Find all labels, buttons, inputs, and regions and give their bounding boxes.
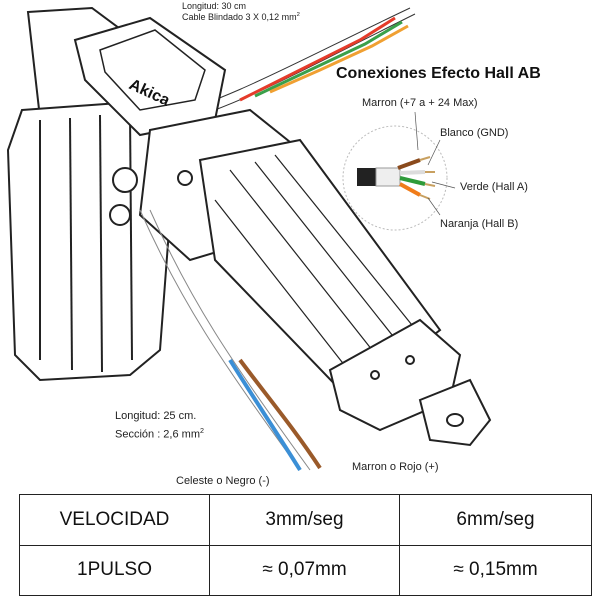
hall-title: Conexiones Efecto Hall AB bbox=[336, 65, 541, 82]
power-cable-section-label: Sección : 2,6 mm2 bbox=[115, 427, 204, 441]
table-cell: VELOCIDAD bbox=[19, 494, 210, 546]
table-row: VELOCIDAD 3mm/seg 6mm/seg bbox=[19, 494, 592, 546]
actuator-drawing: Akica bbox=[6, 6, 492, 472]
table-cell: 1PULSO bbox=[19, 544, 210, 596]
negative-wire bbox=[228, 358, 302, 472]
rod-end bbox=[328, 318, 492, 447]
hall-wire-orange-label: Naranja (Hall B) bbox=[440, 218, 519, 230]
table-row: 1PULSO ≈ 0,07mm ≈ 0,15mm bbox=[19, 544, 592, 596]
power-cable bbox=[139, 209, 322, 472]
top-cable-spec-label: Cable Blindado 3 X 0,12 mm2 bbox=[182, 12, 300, 22]
top-cable-length-label: Longitud: 30 cm bbox=[182, 1, 247, 11]
negative-wire-label: Celeste o Negro (-) bbox=[176, 475, 270, 487]
spec-table: VELOCIDAD 3mm/seg 6mm/seg 1PULSO ≈ 0,07m… bbox=[19, 494, 592, 596]
hall-wire-green-label: Verde (Hall A) bbox=[460, 181, 528, 193]
table-cell: ≈ 0,15mm bbox=[399, 544, 592, 596]
hall-wire-white-label: Blanco (GND) bbox=[440, 127, 509, 139]
table-cell: 3mm/seg bbox=[209, 494, 400, 546]
positive-wire-label: Marron o Rojo (+) bbox=[352, 461, 439, 473]
table-cell: 6mm/seg bbox=[399, 494, 592, 546]
hall-connector-detail bbox=[342, 111, 456, 231]
power-cable-length-label: Longitud: 25 cm. bbox=[115, 410, 197, 422]
table-cell: ≈ 0,07mm bbox=[209, 544, 400, 596]
hall-wire-brown-label: Marron (+7 a + 24 Max) bbox=[362, 97, 478, 109]
positive-wire bbox=[238, 358, 322, 470]
